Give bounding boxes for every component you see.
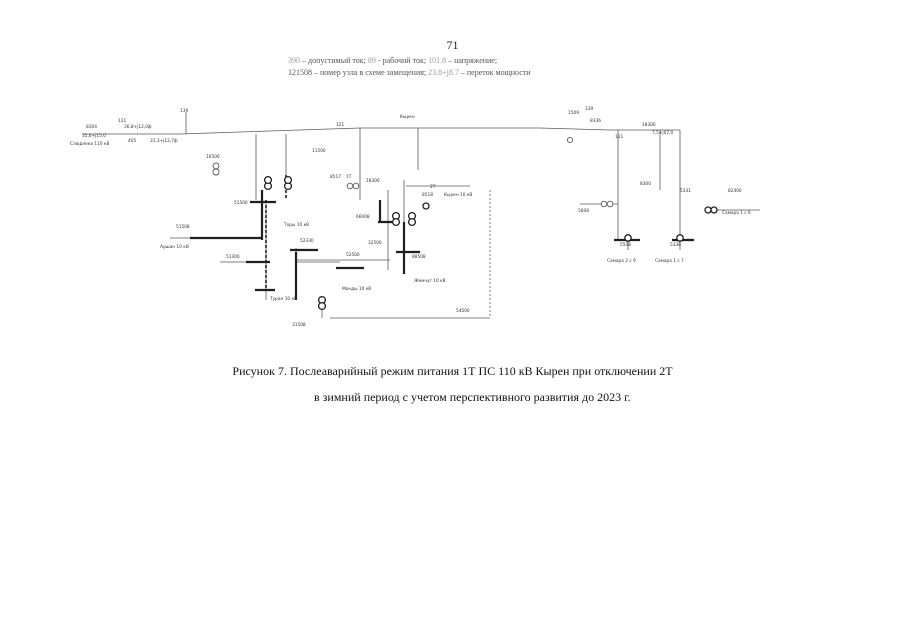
transformer-coil	[710, 206, 718, 214]
scheme-label: 1Т	[346, 174, 352, 180]
scheme-label: Монды 10 кВ	[342, 286, 371, 292]
transformer-coil	[704, 206, 712, 214]
scheme-label: 405	[128, 138, 136, 144]
transformer-coil	[407, 217, 417, 227]
scheme-label: 51300	[226, 254, 240, 260]
scheme-label: 5331	[680, 188, 691, 194]
scheme-label: 16500	[206, 154, 220, 160]
scheme-label: 11500	[312, 148, 326, 154]
scheme-label: Кырен	[400, 114, 415, 120]
legend-segment: 89	[367, 56, 376, 65]
scheme-label: 5608	[578, 208, 589, 214]
transformer-coil	[600, 200, 608, 208]
transformer-coil	[212, 168, 220, 176]
scheme-label: Туран 10 кВ	[269, 296, 297, 302]
legend-line-2: 121508 – номер узла в схеме замещения; 2…	[288, 68, 531, 77]
legend-segment: 390	[288, 56, 300, 65]
page-number: 71	[446, 38, 459, 52]
scheme-label: 5508	[620, 242, 631, 248]
scheme-label: Самара 2 с 9	[607, 258, 636, 264]
transformer-coil	[606, 200, 614, 208]
line-main-110kv	[120, 127, 611, 135]
legend-segment: 121508	[288, 68, 312, 77]
scheme-label: 52330	[300, 238, 314, 244]
transformer-coil	[212, 162, 220, 170]
scheme-label: 121	[118, 118, 126, 124]
scheme-label: 18300	[642, 122, 656, 128]
scheme-label: 8300	[640, 181, 651, 187]
transformer-coil	[422, 202, 430, 210]
scheme-label: 7,5+j07,0	[652, 130, 673, 136]
scheme-label: 36,8+j12,0ф	[124, 124, 152, 130]
legend-segment: – напряжение;	[446, 56, 498, 65]
transformer-coil	[346, 182, 354, 190]
scheme-label: 18300	[366, 178, 380, 184]
transformer-coil	[566, 136, 574, 144]
scheme-label: 31508	[292, 322, 306, 328]
scheme-label: 8517	[330, 174, 341, 180]
scheme-label: 2Т	[430, 184, 436, 190]
legend-segment: – допустимый ток;	[300, 56, 368, 65]
scheme-label: 54500	[456, 308, 470, 314]
scheme-label: Самара 1 с 7	[655, 258, 684, 264]
scheme-label: 82400	[728, 188, 742, 194]
legend-segment: - рабочий ток;	[375, 56, 429, 65]
legend-line-1: 390 – допустимый ток; 89 - рабочий ток; …	[288, 56, 497, 65]
scheme-label: Кырен 10 кВ	[444, 192, 472, 198]
scheme-label: Слюдянка 110 кВ	[70, 141, 109, 147]
scheme-label: Жемчуг 10 кВ	[414, 278, 446, 284]
scheme-label: 121	[336, 122, 344, 128]
scheme-label: 52500	[346, 252, 360, 258]
scheme-label: 51500	[234, 200, 248, 206]
scheme-label: 139	[585, 106, 593, 112]
scheme-label: 32500	[368, 240, 382, 246]
legend-segment: – номер узла в схеме замещения;	[312, 68, 429, 77]
scheme-label: 8518	[422, 192, 433, 198]
scheme-label: 31,3+j12,7ф	[150, 138, 178, 144]
transformer-coil	[624, 234, 632, 242]
transformer-coil	[317, 301, 327, 311]
scheme-label: Самара 1 с 6	[722, 210, 751, 216]
scheme-label: 1509	[568, 110, 579, 116]
scheme-label: Аршан 10 кВ	[160, 244, 189, 250]
transformer-coil	[283, 175, 293, 185]
scheme-label: 8304	[86, 124, 97, 130]
scheme-label: 121	[615, 134, 623, 140]
transformer-coil	[352, 182, 360, 190]
figure-caption-line-1: Рисунок 7. Послеаварийный режим питания …	[232, 364, 673, 378]
transformer-coil	[391, 217, 401, 227]
legend-segment: 101.8	[428, 56, 447, 65]
scheme-label: 35,6+j15,0	[82, 133, 106, 139]
scheme-label: 139	[180, 108, 188, 114]
legend-segment: – переток мощности	[458, 68, 531, 77]
scheme-label: 66008	[356, 214, 370, 220]
scheme-label: Торы 10 кВ	[283, 222, 309, 228]
scheme-label: 5336	[670, 242, 681, 248]
legend-segment: 23.8+j8.7	[428, 68, 459, 77]
transformer-coil	[676, 234, 684, 242]
scheme-label: 88508	[412, 254, 426, 260]
figure-caption-line-2: в зимний период с учетом перспективного …	[314, 390, 631, 404]
scheme-label: 51508	[176, 224, 190, 230]
transformer-coil	[263, 175, 273, 185]
scheme-label: 8336	[590, 118, 601, 124]
